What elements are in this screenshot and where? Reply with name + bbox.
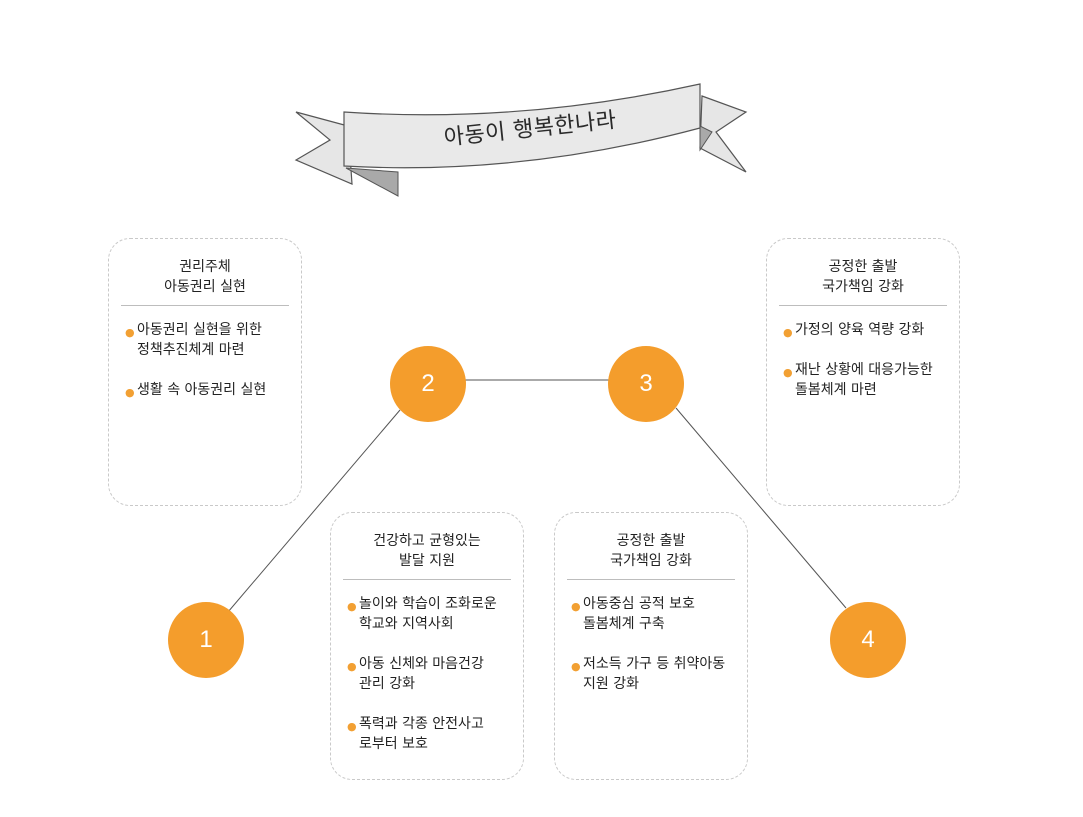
card-fair-start-right: 공정한 출발 국가책임 강화 ●가정의 양육 역량 강화 ●재난 상황에 대응가… bbox=[766, 238, 960, 506]
card-title: 공정한 출발 국가책임 강화 bbox=[567, 531, 735, 580]
card-title: 공정한 출발 국가책임 강화 bbox=[779, 257, 947, 306]
line-2-1 bbox=[227, 409, 401, 613]
list-item-text: 아동권리 실현을 위한 정책추진체계 마련 bbox=[137, 322, 262, 358]
ribbon-band bbox=[343, 83, 701, 169]
bullet-icon: ● bbox=[347, 720, 357, 733]
list-item-text: 폭력과 각종 안전사고 로부터 보호 bbox=[359, 716, 484, 752]
list-item: ●아동중심 공적 보호 돌봄체계 구축 bbox=[571, 594, 735, 634]
card-list: ●아동중심 공적 보호 돌봄체계 구축 ●저소득 가구 등 취약아동 지원 강화 bbox=[567, 594, 735, 694]
card-rights: 권리주체 아동권리 실현 ●아동권리 실현을 위한 정책추진체계 마련 ●생활 … bbox=[108, 238, 302, 506]
list-item: ●가정의 양육 역량 강화 bbox=[783, 320, 947, 340]
list-item: ●재난 상황에 대응가능한 돌봄체계 마련 bbox=[783, 360, 947, 400]
bullet-icon: ● bbox=[783, 366, 793, 379]
bullet-icon: ● bbox=[347, 600, 357, 613]
list-item-text: 아동중심 공적 보호 돌봄체계 구축 bbox=[583, 596, 695, 632]
list-item: ●아동 신체와 마음건강 관리 강화 bbox=[347, 654, 511, 694]
ribbon-left-tail bbox=[294, 111, 353, 185]
bullet-icon: ● bbox=[125, 386, 135, 399]
list-item: ●생활 속 아동권리 실현 bbox=[125, 380, 289, 400]
card-list: ●놀이와 학습이 조화로운 학교와 지역사회 ●아동 신체와 마음건강 관리 강… bbox=[343, 594, 511, 754]
card-title: 건강하고 균형있는 발달 지원 bbox=[343, 531, 511, 580]
bullet-icon: ● bbox=[571, 660, 581, 673]
card-fair-start-center: 공정한 출발 국가책임 강화 ●아동중심 공적 보호 돌봄체계 구축 ●저소득 … bbox=[554, 512, 748, 780]
list-item: ●폭력과 각종 안전사고 로부터 보호 bbox=[347, 714, 511, 754]
card-list: ●아동권리 실현을 위한 정책추진체계 마련 ●생활 속 아동권리 실현 bbox=[121, 320, 289, 400]
ribbon-right-fold bbox=[699, 125, 713, 152]
bullet-icon: ● bbox=[783, 326, 793, 339]
list-item: ●저소득 가구 등 취약아동 지원 강화 bbox=[571, 654, 735, 694]
list-item-text: 놀이와 학습이 조화로운 학교와 지역사회 bbox=[359, 596, 497, 632]
node-2: 2 bbox=[390, 346, 466, 422]
list-item-text: 아동 신체와 마음건강 관리 강화 bbox=[359, 656, 484, 692]
line-3-4 bbox=[675, 407, 847, 609]
list-item-text: 가정의 양육 역량 강화 bbox=[795, 322, 925, 338]
list-item: ●아동권리 실현을 위한 정책추진체계 마련 bbox=[125, 320, 289, 360]
bullet-icon: ● bbox=[347, 660, 357, 673]
node-1: 1 bbox=[168, 602, 244, 678]
card-title: 권리주체 아동권리 실현 bbox=[121, 257, 289, 306]
list-item-text: 저소득 가구 등 취약아동 지원 강화 bbox=[583, 656, 726, 692]
list-item-text: 재난 상황에 대응가능한 돌봄체계 마련 bbox=[795, 362, 933, 398]
card-development: 건강하고 균형있는 발달 지원 ●놀이와 학습이 조화로운 학교와 지역사회 ●… bbox=[330, 512, 524, 780]
list-item-text: 생활 속 아동권리 실현 bbox=[137, 382, 267, 398]
node-3: 3 bbox=[608, 346, 684, 422]
card-list: ●가정의 양육 역량 강화 ●재난 상황에 대응가능한 돌봄체계 마련 bbox=[779, 320, 947, 400]
list-item: ●놀이와 학습이 조화로운 학교와 지역사회 bbox=[347, 594, 511, 634]
bullet-icon: ● bbox=[571, 600, 581, 613]
bullet-icon: ● bbox=[125, 326, 135, 339]
ribbon-left-fold bbox=[345, 167, 399, 197]
node-4: 4 bbox=[830, 602, 906, 678]
